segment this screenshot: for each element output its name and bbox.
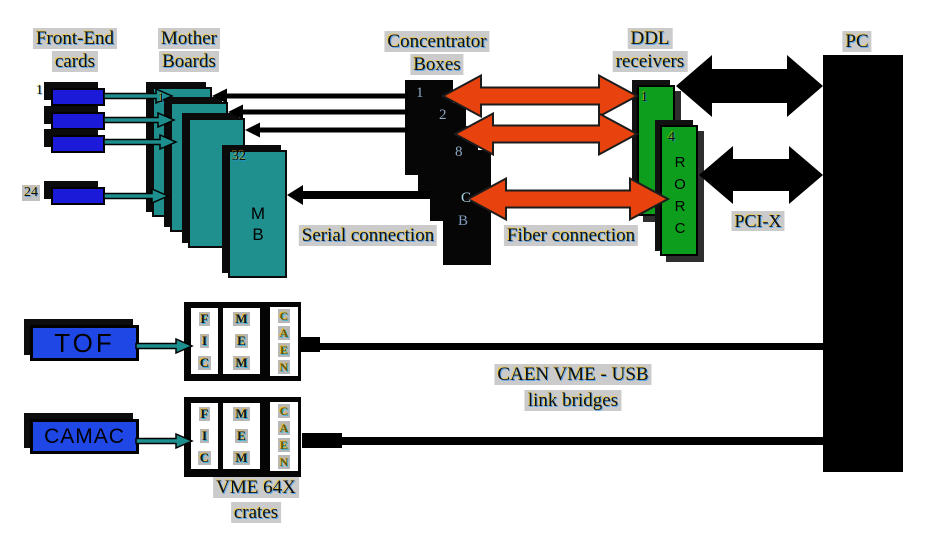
usb-link-line xyxy=(318,343,823,350)
ddl-receiver-first-index: 1 xyxy=(641,90,648,105)
mother-board-32 xyxy=(228,150,287,278)
card-to-board-arrow xyxy=(103,111,176,129)
fiber-connection-arrows xyxy=(440,73,671,222)
concentrator-index-1: 1 xyxy=(416,85,424,101)
concentrator-boxes-header-line1: Concentrator xyxy=(384,31,490,52)
mother-board-last-index: 32 xyxy=(232,149,246,164)
crate-slot-mem: M E M xyxy=(223,308,260,374)
pc-header: PC xyxy=(842,30,872,53)
card-to-board-arrow xyxy=(103,87,174,105)
mother-boards-header-line1: Mother xyxy=(158,28,220,49)
crate-stub xyxy=(302,433,342,448)
usb-link-lines xyxy=(300,337,823,448)
pci-x-arrow xyxy=(676,55,823,117)
serial-line xyxy=(228,104,408,120)
serial-input-arrows xyxy=(103,87,194,450)
usb-link-line xyxy=(340,437,823,445)
concentrator-boxes-header-line2: Boxes xyxy=(410,54,464,75)
concentrator-boxes-header: Concentrator Boxes xyxy=(384,30,490,76)
tof-to-crate-arrow xyxy=(135,337,194,355)
pci-x-arrows xyxy=(676,55,823,204)
ddl-receivers-header-line2: receivers xyxy=(612,51,688,72)
vme-crates-label: VME 64X crates xyxy=(213,475,299,525)
serial-connection-label: Serial connection xyxy=(298,224,438,247)
camac-to-crate-arrow xyxy=(135,432,194,450)
concentrator-index-8: 8 xyxy=(455,144,463,160)
front-end-cards-header-line1: Front-End xyxy=(32,28,118,49)
pc-block xyxy=(823,55,903,472)
serial-connection-lines xyxy=(212,88,430,205)
pci-x-arrow xyxy=(699,146,823,204)
mother-boards-header-line2: Boards xyxy=(159,51,219,72)
ddl-receivers-header: DDL receivers xyxy=(612,27,688,73)
rorc-vertical-text: R O R C xyxy=(674,154,686,237)
crate-slot-caen: C A E N xyxy=(270,307,298,376)
front-end-first-index: 1 xyxy=(36,83,43,98)
mother-boards-header: Mother Boards xyxy=(158,27,220,73)
pci-x-label: PCI-X xyxy=(731,210,785,233)
concentrator-cb-letter-b: B xyxy=(458,213,469,229)
mother-board-mb-text: M B xyxy=(250,204,266,244)
camac-box: CAMAC xyxy=(30,419,139,454)
crate-slot-mem: M E M xyxy=(223,403,260,469)
fiber-arrow xyxy=(440,73,640,119)
fiber-arrow xyxy=(452,111,640,157)
fiber-connection-label: Fiber connection xyxy=(503,224,639,247)
ddl-receiver-rorc xyxy=(660,125,698,256)
tof-box: TOF xyxy=(30,325,139,361)
crate-slot-fic: F I C xyxy=(191,308,218,374)
front-end-cards-header: Front-End cards xyxy=(32,27,118,73)
front-end-last-index: 24 xyxy=(22,185,40,201)
serial-line-thick xyxy=(287,185,430,205)
concentrator-cb-letter-c: C xyxy=(461,190,472,206)
serial-line xyxy=(212,88,408,104)
rorc-index: 4 xyxy=(668,130,675,145)
pc-header-text: PC xyxy=(842,31,872,52)
caen-vme-usb-label: CAEN VME - USB link bridges xyxy=(494,362,652,414)
crate-slot-fic: F I C xyxy=(191,403,218,469)
card-to-board-arrow xyxy=(103,187,170,205)
fiber-arrow xyxy=(465,176,671,222)
ddl-receivers-header-line1: DDL xyxy=(627,28,673,49)
front-end-cards-header-line2: cards xyxy=(51,51,99,72)
serial-line xyxy=(245,122,408,138)
card-to-board-arrow xyxy=(103,133,178,151)
crate-slot-caen: C A E N xyxy=(270,402,298,471)
crate-stub xyxy=(300,337,320,352)
vme-crate-camac: F I C M E M C A E N xyxy=(184,397,301,477)
mother-board-first-index: 1 xyxy=(158,90,165,105)
concentrator-index-2: 2 xyxy=(439,107,447,123)
vme-crate-tof: F I C M E M C A E N xyxy=(184,302,301,381)
